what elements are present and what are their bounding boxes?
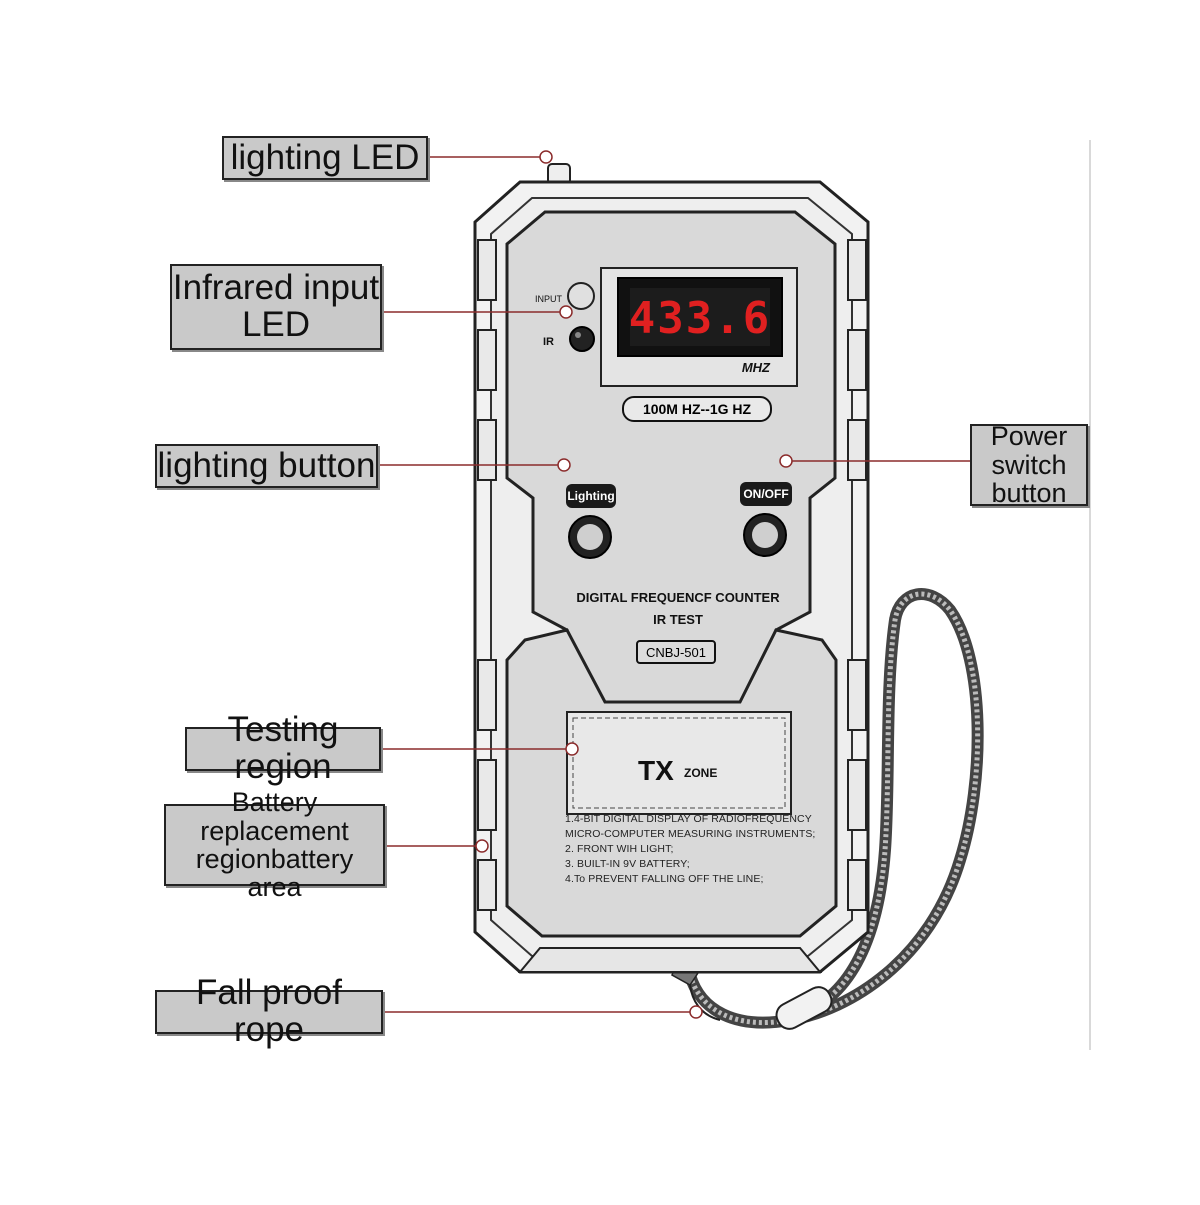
input-led-label: INPUT: [535, 294, 563, 304]
device-title: DIGITAL FREQUENCF COUNTER: [576, 590, 780, 605]
lighting-button-tag: Lighting: [566, 484, 616, 508]
callout-power-line1: Power switch: [990, 421, 1068, 480]
callout-testing-region-text: Testing region: [227, 710, 339, 786]
feature-line: 1.4-BIT DIGITAL DISPLAY OF RADIOFREQUENC…: [565, 813, 812, 825]
frequency-range: 100M HZ--1G HZ: [622, 396, 772, 422]
ir-led-label: IR: [543, 336, 554, 348]
callout-lighting-button-text: lighting button: [157, 445, 376, 485]
display-unit: MHZ: [742, 360, 771, 375]
feature-line: 3. BUILT-IN 9V BATTERY;: [565, 858, 690, 870]
callout-power-line2: button: [991, 478, 1067, 509]
model-number: CNBJ-501: [636, 640, 716, 664]
input-led: [567, 282, 595, 310]
callout-battery: Battery replacement regionbattery area: [164, 788, 385, 901]
tx-zone: [566, 711, 792, 815]
callout-battery-line1: Battery replacement: [200, 787, 349, 846]
callout-lighting-led: lighting LED: [222, 136, 428, 180]
callout-battery-line2: regionbattery area: [195, 844, 354, 903]
callout-power-switch: Power switch button: [970, 421, 1088, 509]
zone-label: ZONE: [684, 766, 717, 780]
power-button-tag: ON/OFF: [740, 482, 792, 506]
frequency-reading: 433.6: [629, 293, 771, 344]
callout-infrared-line1: Infrared input: [172, 268, 380, 308]
feature-line: MICRO-COMPUTER MEASURING INSTRUMENTS;: [565, 828, 816, 840]
callout-infrared-line2: LED: [241, 305, 311, 344]
tx-label: TX: [638, 755, 674, 786]
display-bezel: [600, 267, 798, 387]
callout-lighting-led-text: lighting LED: [230, 137, 420, 177]
leader-lines: [378, 156, 970, 1013]
feature-line: 4.To PREVENT FALLING OFF THE LINE;: [565, 873, 764, 885]
callout-infrared-input-led: Infrared input LED: [170, 264, 382, 350]
leader-markers: [475, 150, 793, 1019]
device-subtitle: IR TEST: [653, 612, 703, 627]
feature-line: 2. FRONT WIH LIGHT;: [565, 843, 674, 855]
callout-testing-region: Testing region: [185, 711, 381, 785]
feature-list: 1.4-BIT DIGITAL DISPLAY OF RADIOFREQUENC…: [565, 812, 815, 887]
callout-fall-proof-rope: Fall proof rope: [155, 974, 383, 1048]
callout-fall-proof-rope-text: Fall proof rope: [196, 973, 342, 1049]
ir-led: [569, 326, 595, 352]
callout-lighting-button: lighting button: [155, 444, 378, 488]
